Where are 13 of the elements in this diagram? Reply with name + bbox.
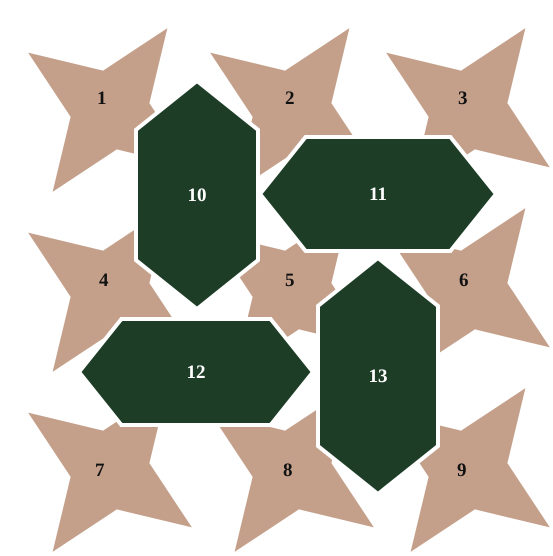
tile-number: 10 [188,186,206,204]
tile-number: 3 [458,88,468,108]
tile-number: 8 [283,460,292,480]
tile-number: 2 [285,88,294,108]
tile-number: 9 [457,460,466,480]
tile-number: 5 [285,270,294,290]
tile-number: 7 [95,460,104,480]
tile-number: 1 [97,88,106,108]
tile-number: 13 [368,366,388,386]
tile-number: 4 [99,270,108,290]
tile-number: 12 [186,362,206,382]
tile-number: 11 [369,184,387,204]
tile-number: 6 [459,270,468,290]
